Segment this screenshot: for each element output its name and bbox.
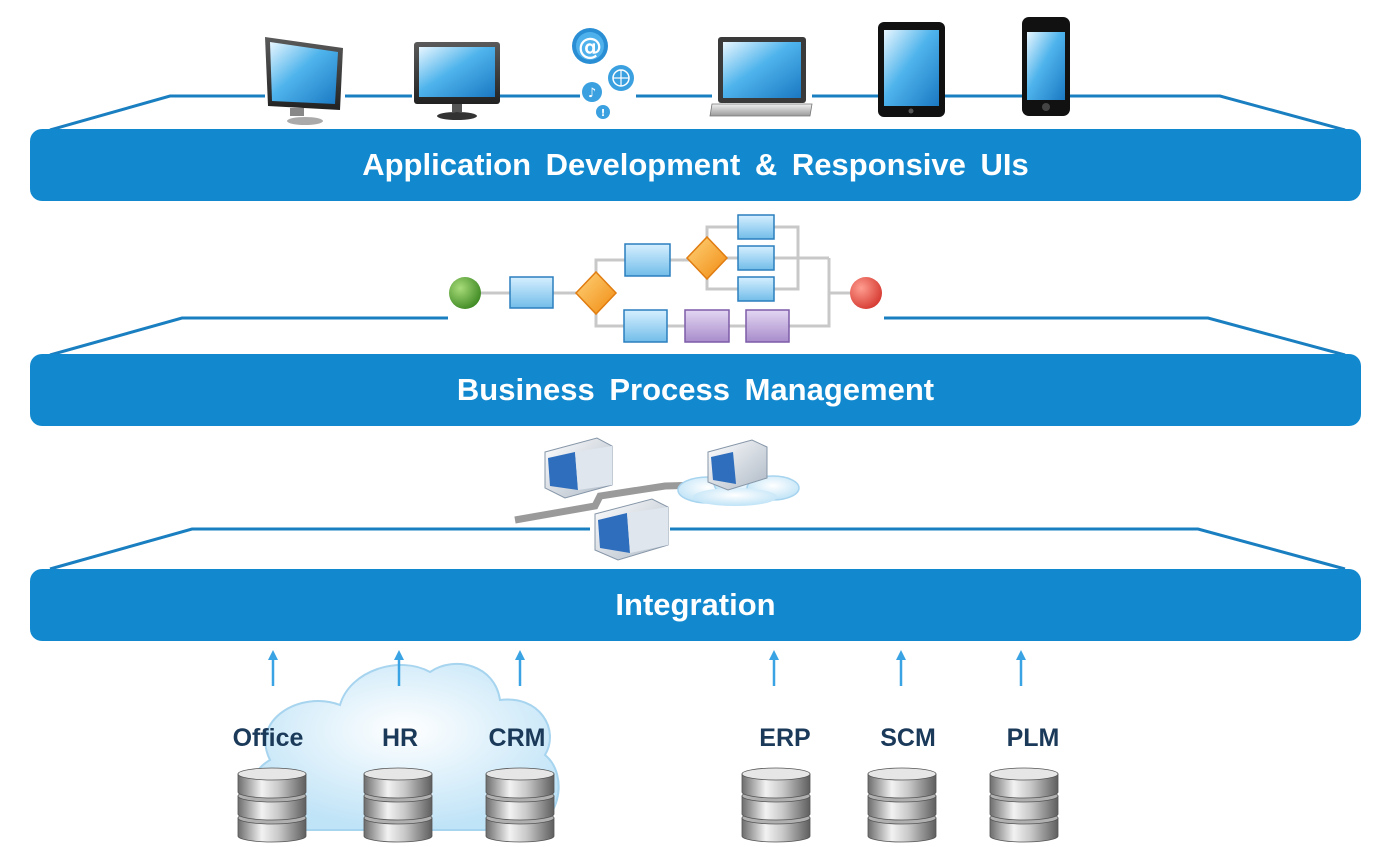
source-label-plm: PLM — [1006, 724, 1060, 752]
up-arrow-icon — [515, 650, 525, 686]
database-icon — [741, 767, 811, 843]
up-arrow-icon — [769, 650, 779, 686]
platform-outline-integration — [49, 527, 1346, 571]
database-icon — [363, 767, 433, 843]
process-flow-diagram — [449, 214, 882, 343]
database-icon — [867, 767, 937, 843]
gateway-diamond-icon — [685, 235, 729, 281]
layer-title-bpm: Business Process Management — [456, 372, 935, 407]
platform-outline-bpm — [49, 316, 1346, 357]
platform-outline-app — [49, 94, 1346, 132]
start-event-icon — [449, 277, 481, 309]
database-icon — [237, 767, 307, 843]
server-icon — [594, 498, 669, 561]
source-label-crm: CRM — [488, 724, 546, 752]
server-icon — [544, 437, 613, 499]
source-label-erp: ERP — [759, 724, 811, 752]
arrows — [268, 650, 1026, 686]
desktop-monitor-icon — [265, 37, 343, 125]
gateway-diamond-icon — [574, 270, 618, 316]
databases — [237, 767, 1059, 843]
cloud-icon — [250, 663, 560, 831]
layer-band-application: Application Development & Responsive UIs — [30, 129, 1361, 201]
database-icon — [989, 767, 1059, 843]
layer-band-bpm: Business Process Management — [30, 354, 1361, 426]
source-label-hr: HR — [381, 724, 419, 752]
server-icon — [707, 439, 768, 491]
smartphone-icon — [1022, 17, 1070, 116]
task-box-icon — [737, 214, 775, 240]
svg-text:!: ! — [601, 108, 606, 119]
tv-monitor-icon — [414, 42, 500, 120]
up-arrow-icon — [268, 650, 278, 686]
source-label-office: Office — [232, 724, 304, 752]
layer-title-integration: Integration — [615, 587, 776, 622]
web-email-music-icon: @ ♪ ! — [572, 28, 634, 119]
up-arrow-icon — [896, 650, 906, 686]
laptop-icon — [709, 37, 813, 117]
task-box-icon — [737, 276, 775, 302]
tablet-icon — [878, 22, 945, 117]
layer-title-application: Application Development & Responsive UIs — [362, 147, 1029, 182]
task-box-purple-icon — [684, 309, 730, 343]
source-label-scm: SCM — [880, 724, 936, 752]
svg-text:@: @ — [578, 33, 602, 61]
svg-text:♪: ♪ — [588, 86, 596, 101]
end-event-icon — [850, 277, 882, 309]
up-arrow-icon — [1016, 650, 1026, 686]
task-box-icon — [624, 243, 671, 277]
task-box-purple-icon — [745, 309, 790, 343]
database-icon — [485, 767, 555, 843]
task-box-icon — [737, 245, 775, 271]
layer-band-integration: Integration — [30, 569, 1361, 641]
task-box-icon — [509, 276, 554, 309]
server-network-icon — [514, 437, 800, 561]
task-box-icon — [623, 309, 668, 343]
up-arrow-icon — [394, 650, 404, 686]
